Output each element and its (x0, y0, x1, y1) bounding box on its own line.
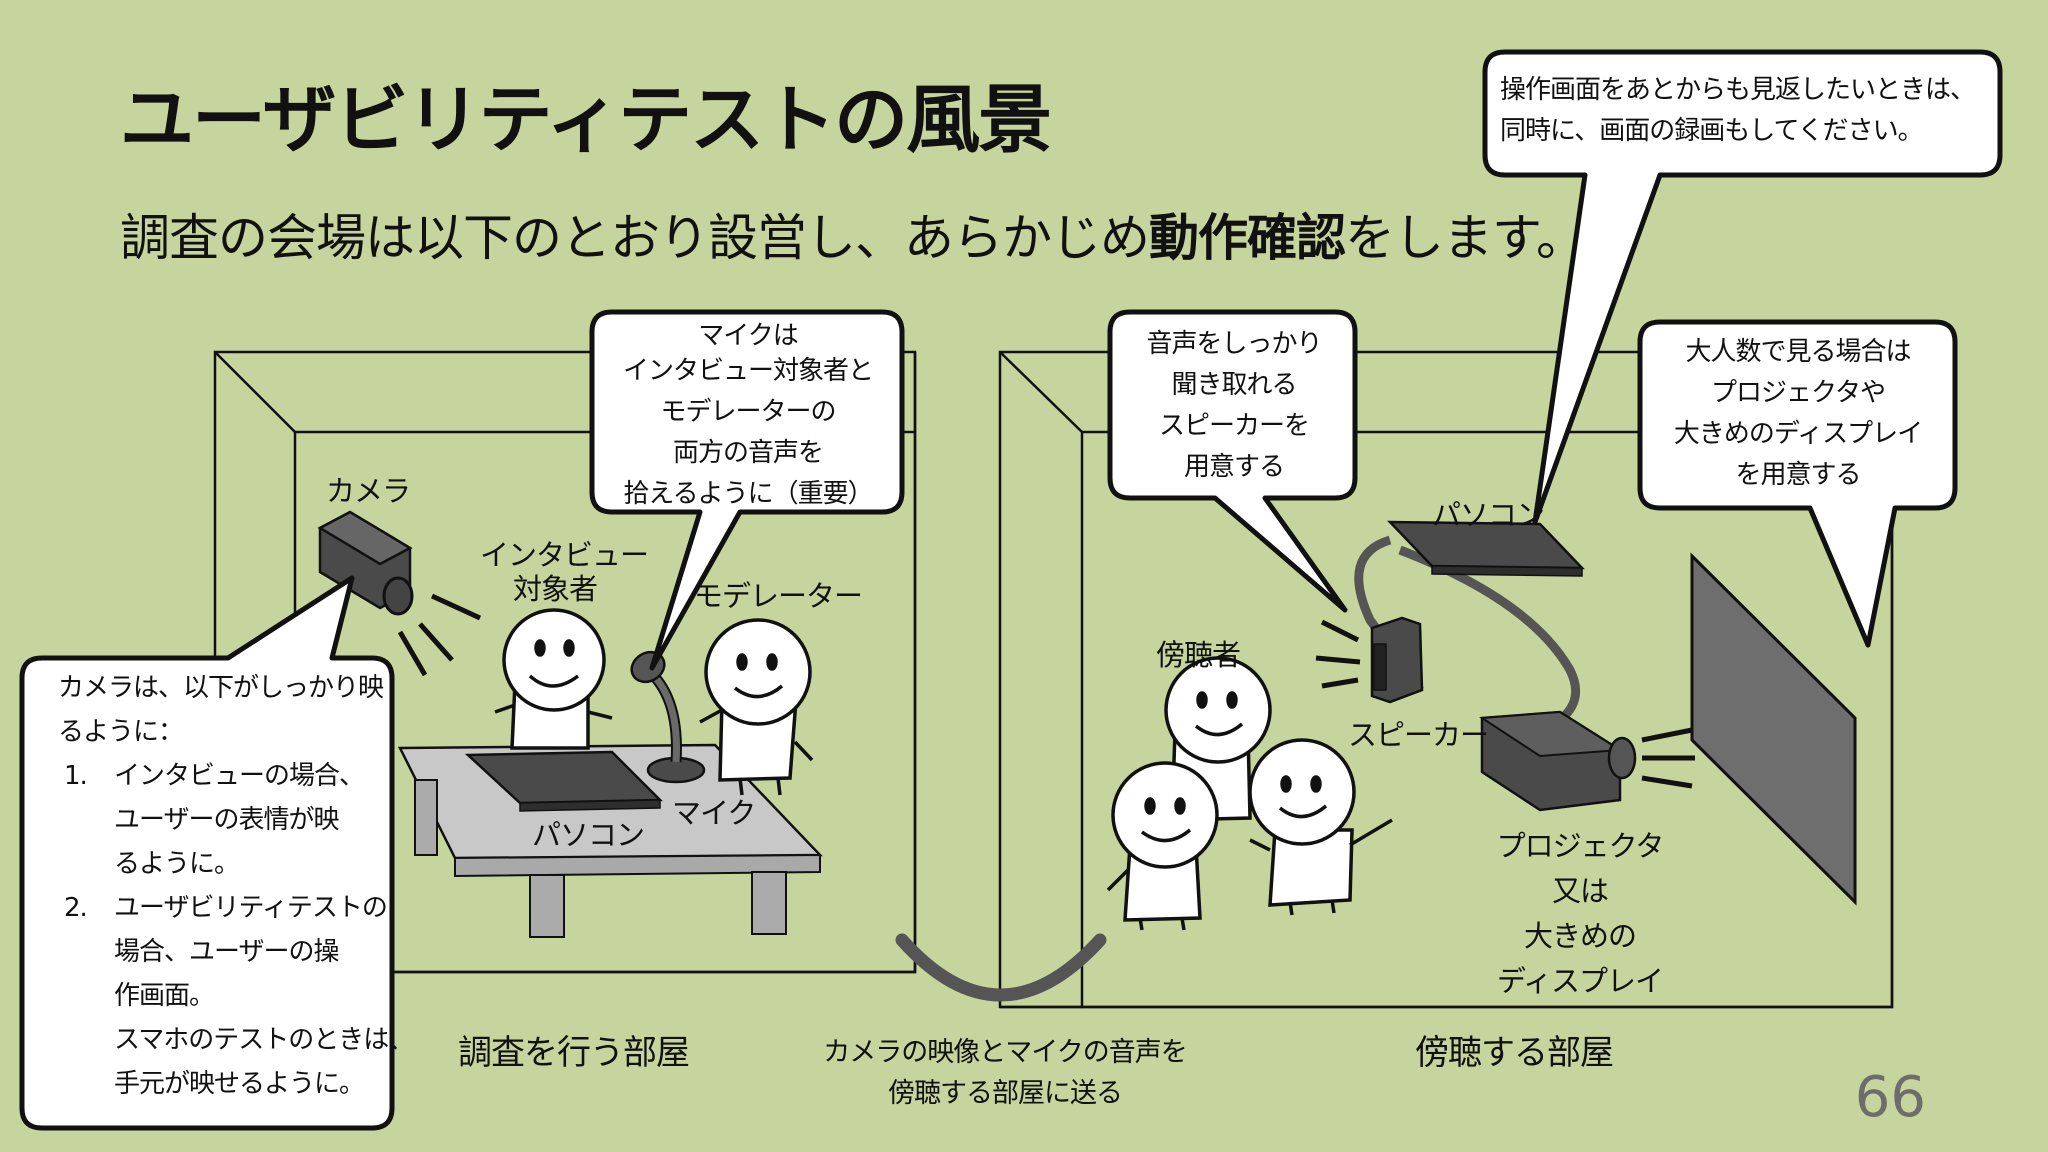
bubble-display-text: 大人数で見る場合は プロジェクタや 大きめのディスプレイ を用意する (1645, 332, 1951, 496)
bubble-display-line: 大人数で見る場合は (1685, 337, 1911, 367)
subtitle-bold: 動作確認 (1149, 209, 1346, 267)
bubble-speaker-line: 用意する (1183, 452, 1285, 482)
bubble-display-line: 大きめのディスプレイ (1673, 419, 1923, 449)
moderator-figure (699, 618, 814, 796)
observers-label: 傍聴者 (1156, 638, 1241, 672)
right-room-label: 傍聴する部屋 (1415, 1033, 1614, 1073)
bubble-speaker-line: スピーカーを (1158, 411, 1310, 441)
bubble-mic-line: 両方の音声を (672, 438, 824, 468)
bubble-recording-text: 操作画面をあとからも見返したいときは、 同時に、画面の録画もしてください。 (1500, 70, 1990, 152)
bubble-speaker-text: 音声をしっかり 聞き取れる スピーカーを 用意する (1116, 324, 1352, 488)
mic-label: マイク (672, 796, 756, 830)
laptop-right-icon (1387, 520, 1585, 577)
interviewee-label-line1: インタビュー (480, 538, 649, 572)
bubble-mic-line: 拾えるように（重要） (623, 479, 873, 509)
bubble-mic-line: マイクは (698, 321, 798, 351)
projector-icon (1478, 710, 1695, 812)
camera-note-item2-line1: ユーザビリティテストの (114, 893, 388, 923)
camera-note-item2-line2: 場合、ユーザーの操 (114, 937, 339, 967)
camera-note-item2-line3: 作画面。 (114, 981, 215, 1011)
camera-note-item2-number: 2. (64, 893, 88, 923)
observer-figure-right (1248, 738, 1393, 916)
bubble-recording-shape (1482, 49, 2003, 525)
camera-note-item2-line4: スマホのテストのときは、 (114, 1025, 414, 1055)
subtitle-post: をします。 (1345, 209, 1586, 267)
moderator-label: モデレーター (694, 579, 863, 613)
observer-figure-back (1164, 656, 1272, 822)
interviewee-figure (494, 608, 613, 750)
camera-note-item1-number: 1. (64, 761, 88, 791)
bubble-camera-text: カメラは、以下がしっかり映 るように： 1. インタビューの場合、 ユーザーの表… (58, 666, 414, 1106)
laptop-icon (464, 750, 663, 812)
camera-note-item1-line1: インタビューの場合、 (114, 761, 365, 791)
bubble-speaker-line: 聞き取れる (1171, 370, 1297, 400)
right-room (998, 350, 1894, 1009)
page-number: 66 (1854, 1065, 1926, 1130)
bubble-mic-line: モデレーターの (660, 397, 836, 427)
interviewee-label: インタビュー 対象者 (480, 538, 649, 606)
projector-label: プロジェクタ 又は 大きめの ディスプレイ (1480, 824, 1680, 1004)
bubble-camera-shape (19, 575, 395, 1131)
speaker-label: スピーカー (1348, 718, 1489, 752)
bubble-recording-line: 同時に、画面の録画もしてください。 (1500, 116, 1924, 146)
observer-figure-left (1106, 761, 1219, 931)
camera-note-intro2: るように： (58, 717, 184, 747)
transfer-note-line2: 傍聴する部屋に送る (888, 1078, 1123, 1109)
bubble-recording-line: 操作画面をあとからも見返したいときは、 (1500, 75, 1976, 105)
camera-label: カメラ (326, 474, 411, 508)
pc-left-label: パソコン (532, 818, 645, 852)
subtitle-pre: 調査の会場は以下のとおり設営し、あらかじめ (120, 209, 1150, 267)
bubble-speaker-line: 音声をしっかり (1146, 329, 1322, 359)
camera-note-item1-line3: るように。 (114, 849, 240, 879)
interviewee-label-line2: 対象者 (512, 572, 598, 606)
bubble-display-line: プロジェクタや (1711, 378, 1886, 408)
display-screen-icon (1690, 552, 1857, 906)
speaker-icon (1315, 616, 1424, 704)
camera-note-intro1: カメラは、以下がしっかり映 (58, 673, 384, 703)
projector-label-line3: 大きめの (1523, 919, 1637, 953)
pc-right-label: パソコン (1432, 498, 1545, 532)
camera-note-item1-line2: ユーザーの表情が映 (114, 805, 339, 835)
bubble-display-shape (1637, 319, 1958, 648)
room-connection-cable (895, 933, 1107, 1002)
projector-label-line4: ディスプレイ (1497, 964, 1664, 998)
slide-title: ユーザビリティテストの風景 (120, 77, 1052, 163)
transfer-note: カメラの映像とマイクの音声を 傍聴する部屋に送る (800, 1032, 1210, 1114)
bubble-mic-text: マイクは インタビュー対象者と モデレーターの 両方の音声を 拾えるように（重要… (600, 316, 896, 515)
projector-label-line2: 又は (1551, 874, 1609, 908)
camera-note-item1: 1. インタビューの場合、 ユーザーの表情が映 るように。 (58, 754, 413, 886)
camera-note-item2: 2. ユーザビリティテストの 場合、ユーザーの操 作画面。 スマホのテストのとき… (58, 886, 414, 1106)
bubble-display-line: を用意する (1735, 460, 1861, 490)
camera-note-item2-line5: 手元が映せるように。 (114, 1069, 365, 1099)
bubble-speaker-shape (1107, 309, 1358, 613)
slide-subtitle: 調査の会場は以下のとおり設営し、あらかじめ動作確認をします。 (120, 198, 1586, 270)
bubble-mic-line: インタビュー対象者と (622, 356, 874, 386)
projector-label-line1: プロジェクタ (1496, 829, 1665, 863)
transfer-note-line1: カメラの映像とマイクの音声を (823, 1037, 1187, 1068)
bubble-mic-shape (589, 309, 905, 671)
left-room-label: 調査を行う部屋 (458, 1033, 690, 1073)
